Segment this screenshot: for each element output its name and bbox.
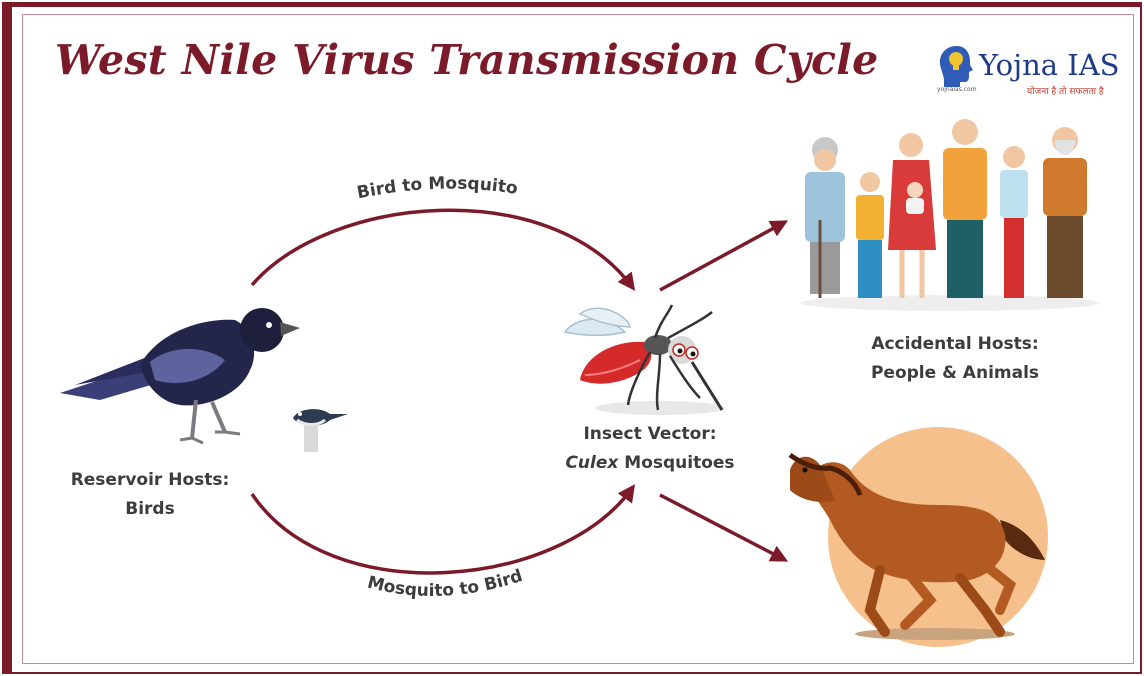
arrow-mosquito-to-bird — [252, 487, 633, 573]
people-family-illustration — [800, 119, 1100, 311]
small-bird-illustration — [293, 409, 348, 452]
arrow-to-people — [660, 222, 785, 290]
accidental-hosts-line2: People & Animals — [850, 359, 1060, 388]
reservoir-hosts-line1: Reservoir Hosts: — [55, 466, 245, 495]
crow-illustration — [60, 308, 300, 443]
insect-vector-line1: Insect Vector: — [545, 420, 755, 449]
reservoir-hosts-label: Reservoir Hosts: Birds — [55, 466, 245, 524]
horse-illustration — [790, 427, 1048, 647]
mosquito-illustration — [565, 305, 725, 415]
arrow-bird-to-mosquito — [252, 210, 633, 288]
insect-vector-label: Insect Vector: Culex Mosquitoes — [545, 420, 755, 478]
culex-genus-text: Culex — [565, 453, 618, 473]
mosquitoes-text: Mosquitoes — [618, 453, 734, 473]
arrow-to-horse — [660, 495, 785, 560]
accidental-hosts-line1: Accidental Hosts: — [850, 330, 1060, 359]
edge-label-bird-to-mosquito: Bird to Mosquito — [355, 174, 519, 204]
reservoir-hosts-line2: Birds — [55, 495, 245, 524]
insect-vector-line2: Culex Mosquitoes — [545, 449, 755, 478]
accidental-hosts-label: Accidental Hosts: People & Animals — [850, 330, 1060, 388]
svg-text:Bird to Mosquito: Bird to Mosquito — [355, 174, 519, 204]
